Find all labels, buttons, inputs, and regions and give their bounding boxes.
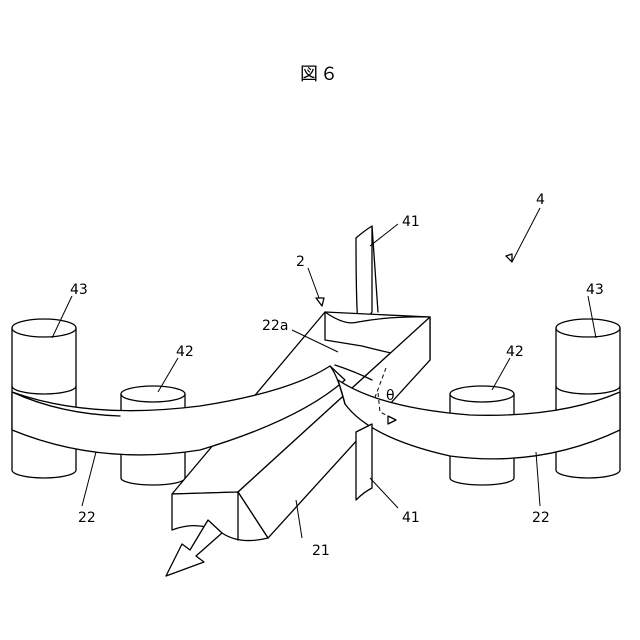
figure-title: 図６ bbox=[300, 64, 340, 85]
label-rod-end: 21 bbox=[312, 543, 330, 559]
label-guide-bottom: 41 bbox=[402, 510, 420, 526]
label-assembly: 4 bbox=[536, 192, 545, 208]
label-belt-left: 22 bbox=[78, 510, 96, 526]
label-guide-top: 41 bbox=[402, 214, 420, 230]
angle-label: θ bbox=[386, 388, 395, 404]
guide-plate-bottom bbox=[356, 424, 372, 500]
guide-plate-top bbox=[356, 226, 378, 326]
label-inner-roller-right: 42 bbox=[506, 344, 524, 360]
label-inner-roller-left: 42 bbox=[176, 344, 194, 360]
label-belt-contact: 22a bbox=[262, 318, 288, 334]
label-outer-roller-right: 43 bbox=[586, 282, 604, 298]
label-rod: 2 bbox=[296, 254, 305, 270]
label-belt-right: 22 bbox=[532, 510, 550, 526]
label-outer-roller-left: 43 bbox=[70, 282, 88, 298]
